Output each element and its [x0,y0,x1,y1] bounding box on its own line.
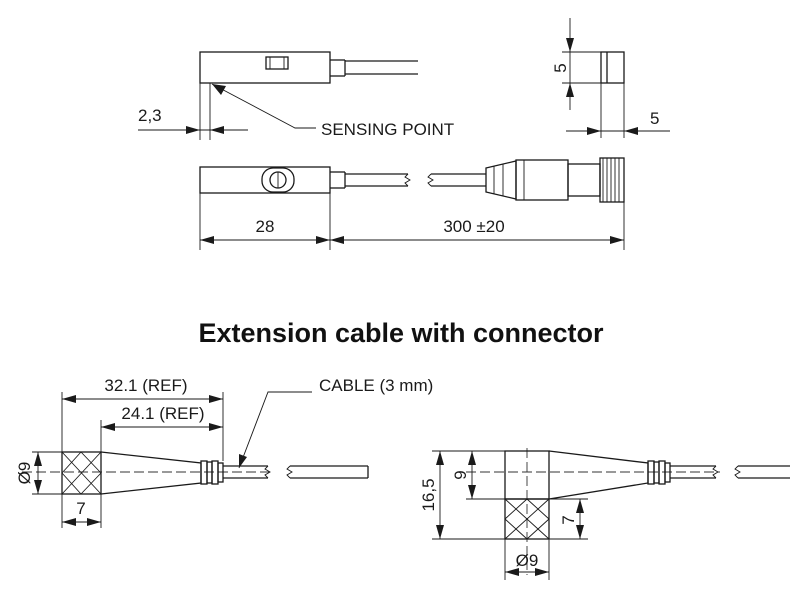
section-title: Extension cable with connector [198,318,604,348]
dim-angled-height: 16,5 [419,450,505,540]
dim-straight-diameter: Ø9 [15,451,62,495]
dim-body-ref-label: 24.1 (REF) [121,404,204,423]
angled-connector [466,448,790,575]
sensor-end-view [562,51,625,138]
knurl-pattern [61,451,102,495]
dim-body-length-label: 28 [256,217,275,236]
dim-straight-knurl-label: 7 [76,499,85,518]
dim-offset-label: 2,3 [138,106,162,125]
dim-cable-length: 300 ±20 [330,217,624,244]
angled-strain-relief [647,460,671,485]
sensor-side-view [199,51,418,140]
sensor-connector [485,157,625,250]
dim-overall-ref: 32.1 (REF) [61,376,224,461]
dim-body-ref: 24.1 (REF) [100,404,223,452]
dim-body-length: 28 [199,193,331,250]
dim-angled-height-label: 16,5 [419,478,438,511]
dim-angled-knurl: 7 [549,498,588,540]
angled-knurl-pattern [504,498,550,540]
strain-relief [200,460,224,485]
sensing-point-leader: SENSING POINT [211,83,454,139]
dim-angled-head: 9 [451,451,505,500]
dim-overall-ref-label: 32.1 (REF) [104,376,187,395]
dim-cable-length-label: 300 ±20 [443,217,504,236]
straight-connector [22,451,369,495]
dim-angled-diameter: Ø9 [504,539,550,580]
cable-label: CABLE (3 mm) [319,376,433,395]
dim-end-height-label: 5 [551,63,570,72]
dim-end-width-label: 5 [650,109,659,128]
dim-angled-diameter-label: Ø9 [516,551,539,570]
dim-end-width: 5 [566,109,670,135]
sensor-top-view [199,166,486,194]
sensing-point-label: SENSING POINT [321,120,454,139]
dim-offset: 2,3 [138,106,248,134]
dim-angled-knurl-label: 7 [559,515,578,524]
dim-end-height: 5 [551,18,574,110]
connector-thread [602,158,620,202]
cable-leader: CABLE (3 mm) [238,376,433,469]
dim-straight-knurl: 7 [61,494,102,528]
dim-straight-diameter-label: Ø9 [15,462,34,485]
dim-angled-head-label: 9 [451,470,470,479]
